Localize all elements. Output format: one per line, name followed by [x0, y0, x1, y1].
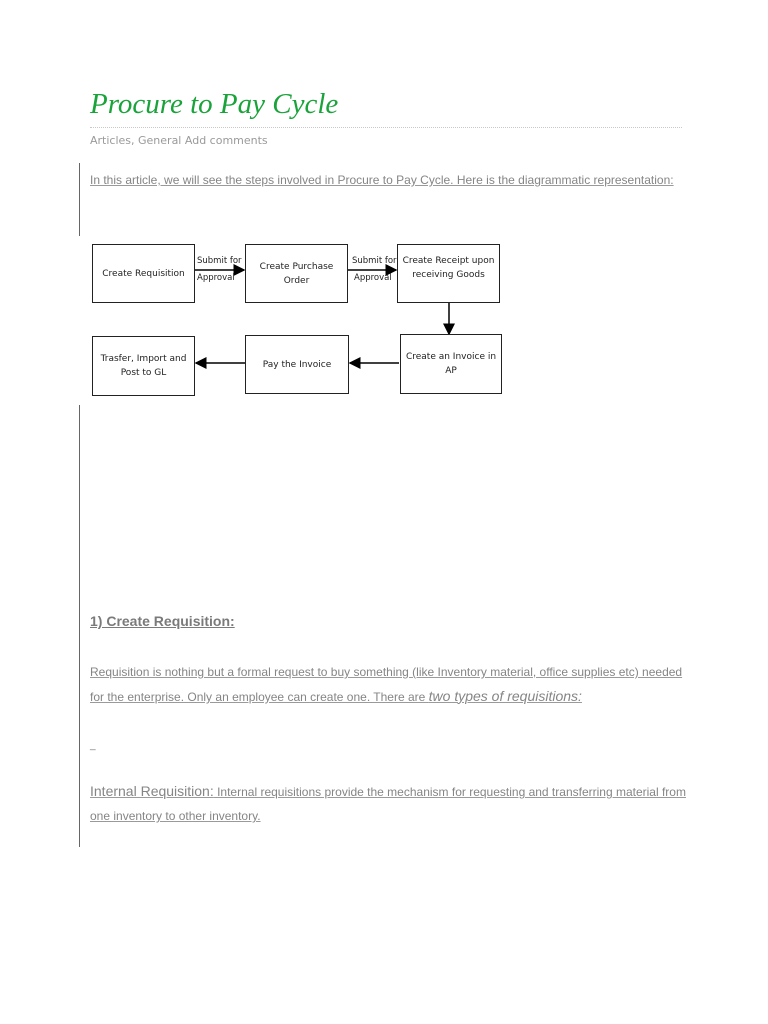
post-meta: Articles, General Add comments — [90, 127, 682, 147]
separator-dash: _ — [90, 740, 96, 751]
requisition-text: Requisition is nothing but a formal requ… — [90, 665, 683, 704]
node-label: Create Receipt upon receiving Goods — [402, 256, 495, 280]
node-label: Create Purchase Order — [259, 261, 334, 286]
internal-requisition-paragraph: Internal Requisition: Internal requisiti… — [90, 779, 690, 828]
page-title: Procure to Pay Cycle — [90, 88, 339, 120]
edge-label-submit-2a: Submit for — [352, 256, 397, 266]
section-heading-create-requisition: 1) Create Requisition: — [90, 613, 235, 629]
node-label: Pay the Invoice — [262, 359, 332, 370]
edge-label-submit-1b: Approval — [197, 273, 235, 283]
node-label: Create an Invoice in AP — [405, 352, 497, 376]
node-transfer-gl: Trasfer, Import and Post to GL — [92, 336, 195, 396]
left-border-body — [79, 405, 80, 847]
node-create-invoice: Create an Invoice in AP — [400, 334, 502, 394]
node-label: Create Requisition — [102, 268, 185, 279]
node-create-receipt: Create Receipt upon receiving Goods — [397, 244, 500, 303]
internal-requisition-text: Internal requisitions provide the mechan… — [90, 785, 686, 823]
internal-requisition-label: Internal Requisition: — [90, 783, 214, 799]
requisition-types-emphasis: two types of requisitions: — [428, 688, 582, 704]
edge-label-submit-2b: Approval — [354, 273, 392, 283]
node-pay-invoice: Pay the Invoice — [245, 335, 349, 394]
intro-paragraph: In this article, we will see the steps i… — [90, 173, 674, 187]
requisition-paragraph: Requisition is nothing but a formal requ… — [90, 660, 690, 709]
category-links[interactable]: Articles, General — [90, 134, 182, 147]
add-comments-link[interactable]: Add comments — [184, 134, 268, 147]
left-border-intro — [79, 163, 80, 236]
node-label: Trasfer, Import and Post to GL — [100, 354, 187, 378]
node-create-po: Create Purchase Order — [245, 244, 348, 303]
edge-label-submit-1a: Submit for — [197, 256, 242, 266]
node-create-requisition: Create Requisition — [92, 244, 195, 303]
